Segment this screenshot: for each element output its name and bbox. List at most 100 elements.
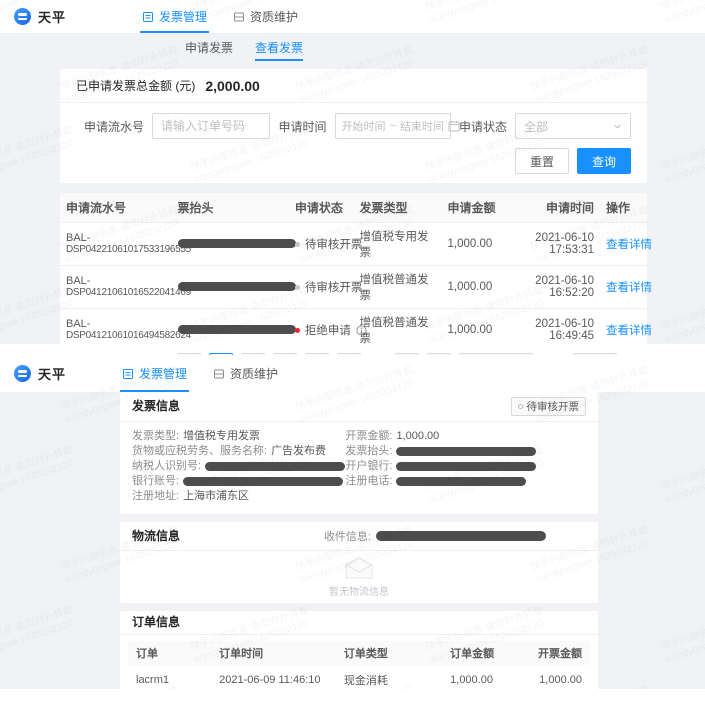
section-title: 订单信息 [132, 615, 181, 629]
empty-mailbox-icon [342, 556, 376, 581]
date-range-picker[interactable]: 开始时间 ~ 结束时间 [334, 113, 460, 139]
invoice-detail-body: 发票信息 待审核开票 发票类型: 增值税专用发票 货物或应税劳务、服务名称: [0, 392, 705, 703]
order-time: 2021-06-09 11:46:10 [219, 674, 321, 686]
redacted-bar [177, 239, 296, 249]
brand-name: 天平 [38, 10, 67, 25]
order-header-row: 订单 订单时间 订单类型 订单金额 开票金额 [128, 641, 590, 665]
nav-tab-invoice-management[interactable]: 发票管理 [139, 0, 210, 33]
nav-tab-invoice-management[interactable]: 发票管理 [119, 355, 190, 392]
search-button[interactable]: 查询 [576, 148, 631, 174]
header-order-type: 订单类型 [335, 641, 443, 665]
end-time-placeholder: 结束时间 [399, 121, 444, 133]
invoice-list-screen: 天平 发票管理 资质维护 申请发票 查看发票 已申请发票总金额 ( [0, 0, 705, 379]
empty-text: 暂无物流信息 [329, 587, 389, 598]
filter-buttons: 重置 查询 [60, 139, 647, 183]
invoice-icon [142, 11, 154, 23]
invoice-subtabs: 申请发票 查看发票 [0, 33, 705, 61]
brand-name: 天平 [38, 367, 67, 382]
summary-label: 已申请发票总金额 (元) [76, 79, 196, 93]
brand-logo-icon [14, 365, 31, 382]
app-logo[interactable]: 天平 [0, 364, 66, 383]
row-invoice-title [171, 265, 296, 309]
header-time: 申请时间 [491, 193, 600, 223]
order-type: 现金消耗 [343, 675, 388, 687]
order-table-wrap: 订单 订单时间 订单类型 订单金额 开票金额 lacrm1 2021-06-09… [120, 635, 598, 703]
filter-card: 已申请发票总金额 (元) 2,000.00 申请流水号 申请时间 开始时间 ~ … [60, 69, 647, 183]
redacted-bar [396, 477, 527, 486]
app-logo[interactable]: 天平 [0, 7, 66, 26]
reset-button[interactable]: 重置 [514, 148, 569, 174]
redacted-bar [396, 462, 537, 471]
qualification-icon [233, 11, 245, 23]
row-apply-time: 2021-06-10 16:49:45 [491, 308, 600, 351]
row-apply-time: 2021-06-10 16:52:20 [491, 265, 600, 309]
serial-input[interactable] [152, 113, 271, 139]
logistics-info-card: 物流信息 收件信息: 暂无物流信息 [120, 522, 598, 603]
status-dot [294, 241, 300, 247]
tab-view-invoice[interactable]: 查看发票 [255, 33, 304, 61]
invoice-info-header: 发票信息 待审核开票 [120, 392, 598, 422]
field-bank-name: 开户银行: [345, 461, 586, 472]
nav-tab-qualification-maintenance[interactable]: 资质维护 [233, 0, 298, 33]
summary-total-amount: 2,000.00 [205, 77, 260, 94]
row-apply-time: 2021-06-10 17:53:31 [491, 222, 600, 266]
order-id: lacrm1 [136, 674, 170, 686]
recipient-info: 收件信息: [324, 528, 546, 544]
redacted-bar [205, 462, 346, 471]
calendar-icon [448, 120, 460, 132]
row-serial: BAL- DSP04221061017533196555 [60, 222, 191, 266]
summary-row: 已申请发票总金额 (元) 2,000.00 [60, 69, 647, 103]
field-invoice-title: 发票抬头: [345, 446, 586, 457]
row-invoice-type: 增值税普通发票 [353, 265, 442, 309]
view-detail-link[interactable]: 查看详情 [606, 282, 652, 294]
nav-tab-label: 资质维护 [250, 10, 299, 24]
invoice-info-card: 发票信息 待审核开票 发票类型: 增值税专用发票 货物或应税劳务、服务名称: [120, 392, 598, 514]
row-amount: 1,000.00 [441, 308, 492, 351]
header-order-time: 订单时间 [211, 641, 336, 665]
order-header: 订单信息 [120, 611, 598, 635]
tab-apply-invoice[interactable]: 申请发票 [185, 40, 234, 55]
status-label: 申请状态 [458, 119, 507, 134]
row-invoice-type: 增值税普通发票 [353, 308, 442, 351]
header-order: 订单 [128, 641, 212, 665]
recipient-label: 收件信息: [323, 531, 371, 543]
order-row: lacrm1 2021-06-09 11:46:10 现金消耗 1,000.00… [128, 665, 590, 695]
nav-tab-label: 资质维护 [230, 367, 279, 381]
redacted-bar [177, 325, 296, 335]
nav-tab-label: 发票管理 [139, 367, 188, 381]
filter-row: 申请流水号 申请时间 开始时间 ~ 结束时间 申请状态 [60, 103, 647, 139]
redacted-bar [183, 477, 344, 486]
order-table: 订单 订单时间 订单类型 订单金额 开票金额 lacrm1 2021-06-09… [128, 641, 590, 695]
row-invoice-title [171, 308, 296, 351]
order-invoice-amount: 1,000.00 [539, 674, 582, 686]
section-title: 发票信息 [132, 399, 181, 413]
field-bank-account: 银行账号: [132, 476, 345, 487]
view-detail-link[interactable]: 查看详情 [606, 239, 652, 251]
redacted-bar [376, 531, 546, 541]
row-status: 拒绝申请 [288, 308, 367, 351]
header-type: 发票类型 [353, 193, 442, 223]
header-status: 申请状态 [288, 193, 354, 223]
table-row: BAL- DSP04121061016494582624 拒绝申请 增值税普通发 [60, 308, 652, 351]
header-order-amount: 订单金额 [442, 641, 517, 665]
redacted-bar [177, 282, 296, 292]
range-separator: ~ [389, 120, 396, 132]
time-filter-group: 申请时间 开始时间 ~ 结束时间 [278, 113, 460, 139]
row-invoice-type: 增值税专用发票 [353, 222, 442, 266]
field-service-name: 货物或应税劳务、服务名称: 广告发布费 [132, 445, 327, 457]
serial-filter-group: 申请流水号 [84, 113, 271, 139]
detail-content: 发票信息 待审核开票 发票类型: 增值税专用发票 货物或应税劳务、服务名称: [120, 392, 598, 703]
chevron-down-icon [613, 122, 622, 131]
invoice-table-card: 申请流水号 票抬头 申请状态 发票类型 申请金额 申请时间 操作 BAL- DS… [60, 193, 652, 379]
status-filter-group: 申请状态 全部 [459, 113, 631, 139]
row-amount: 1,000.00 [441, 222, 492, 266]
table-row: BAL- DSP04121061016522041469 待审核开票 增值税普通… [60, 265, 652, 309]
order-amount: 1,000.00 [450, 674, 493, 686]
header-title: 票抬头 [171, 193, 289, 223]
nav-tab-qualification-maintenance[interactable]: 资质维护 [213, 355, 278, 392]
row-serial: BAL- DSP04121061016522041469 [60, 265, 191, 309]
view-detail-link[interactable]: 查看详情 [606, 325, 652, 337]
redacted-bar [396, 447, 537, 456]
status-select[interactable]: 全部 [514, 113, 631, 139]
time-label: 申请时间 [278, 119, 327, 134]
